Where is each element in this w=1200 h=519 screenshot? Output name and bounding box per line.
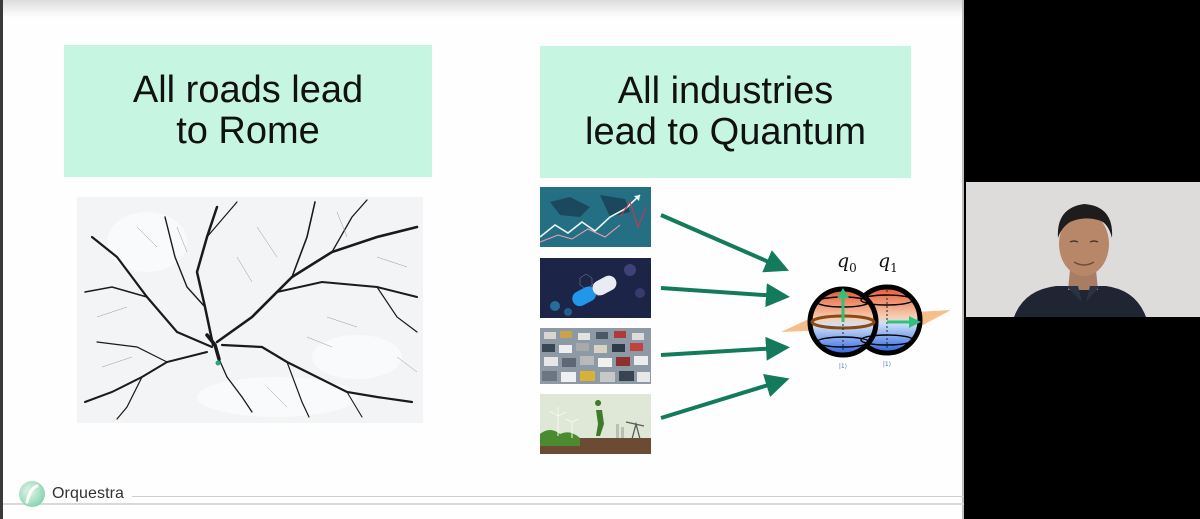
title-line: All roads lead [132,69,364,111]
qubit-bloch-spheres: q0 q1 | [781,250,953,375]
roads-to-rome-map [77,197,423,423]
presenter-webcam-video [966,182,1200,317]
slide-top-shadow [3,0,964,18]
presentation-slide: All roads lead to Rome All industries le… [0,0,964,519]
title-line: lead to Quantum [585,111,866,153]
orquestra-logo-icon [19,481,45,507]
qubit-label-q0: q0 [837,250,857,275]
title-box-quantum: All industries lead to Quantum [540,46,911,178]
title-line: to Rome [176,110,320,152]
traffic-image [540,328,651,384]
convergence-arrows [660,213,790,420]
pharma-image [540,258,651,318]
energy-image [540,394,651,454]
state-one-label: |1⟩ [839,363,847,370]
svg-text:|1⟩: |1⟩ [883,361,891,368]
brand-name: Orquestra [52,485,125,502]
slide-edge [962,0,964,519]
title-box-rome: All roads lead to Rome [64,45,432,177]
slide-footer: Orquestra [16,480,964,508]
title-line: All industries [617,70,834,112]
qubit-label-q1: q1 [878,250,898,275]
slide-bottom-rule [3,503,964,505]
finance-image [540,187,651,247]
footer-divider [132,495,964,497]
